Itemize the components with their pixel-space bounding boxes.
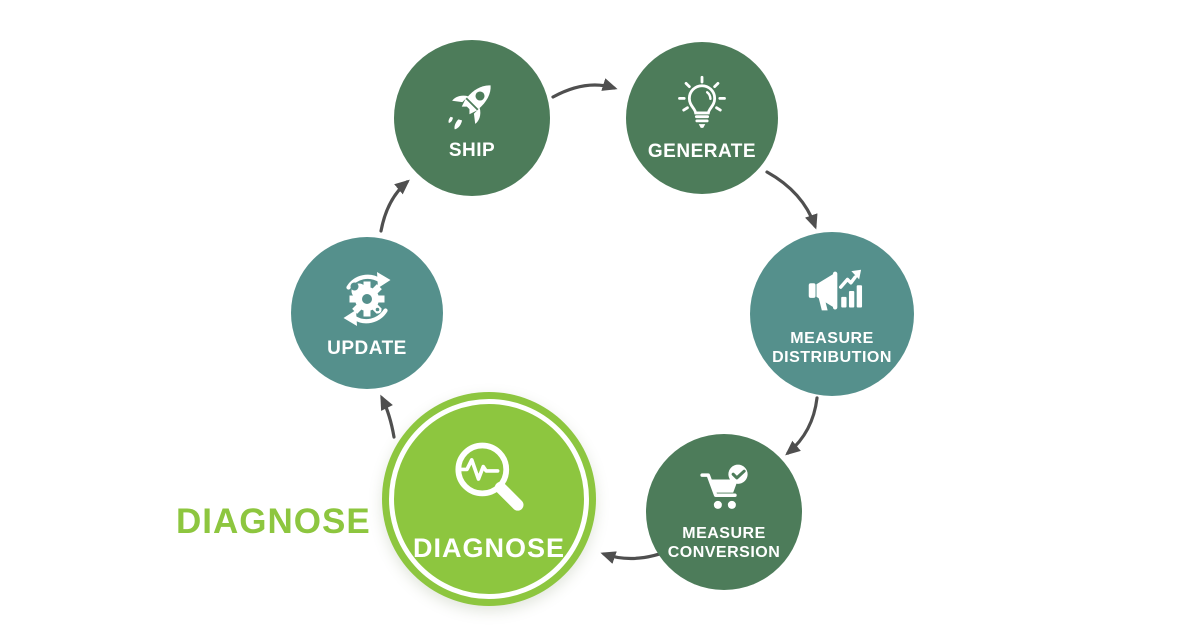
arrow-distribution-to-conversion <box>785 396 819 456</box>
arrow-ship-to-generate <box>551 78 618 99</box>
node-ship: SHIP <box>394 40 550 196</box>
node-generate: GENERATE <box>626 42 778 194</box>
node-label: DIAGNOSE <box>412 532 566 563</box>
node-label: UPDATE <box>327 337 407 359</box>
arrow-diagnose-to-update <box>380 394 396 439</box>
node-measure-conversion: MEASURE CONVERSION <box>646 434 802 590</box>
magnifier-pulse-icon <box>455 442 524 511</box>
rocket-icon <box>448 84 491 129</box>
cart-check-icon <box>700 464 748 510</box>
node-label: MEASURE CONVERSION <box>667 525 781 561</box>
node-measure-distribution: MEASURE DISTRIBUTION <box>750 232 914 396</box>
node-diagnose: DIAGNOSE <box>382 392 596 606</box>
lightbulb-icon <box>678 75 726 128</box>
node-update: UPDATE <box>291 237 443 389</box>
node-label: MEASURE DISTRIBUTION <box>772 330 892 366</box>
arrow-generate-to-distribution <box>765 170 818 230</box>
diagnose-headline: DIAGNOSE <box>176 502 371 541</box>
gear-wrench-sync-icon <box>343 271 391 326</box>
arrow-update-to-ship <box>379 179 410 233</box>
node-label: SHIP <box>448 139 496 161</box>
node-label: GENERATE <box>647 140 757 162</box>
megaphone-growth-icon <box>808 269 863 311</box>
